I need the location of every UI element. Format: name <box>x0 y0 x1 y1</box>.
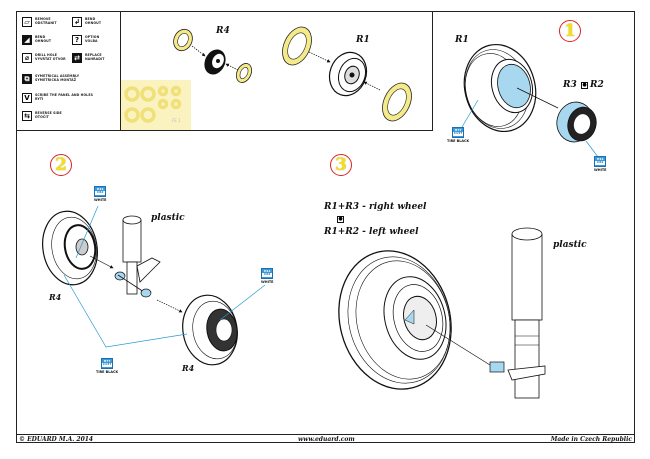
paint-code-mr-color: C62 <box>262 272 273 277</box>
paint-code-gunze: H11 <box>96 187 104 191</box>
photoetch-fret: FE 1 <box>121 80 191 130</box>
bend-icon: ↲ <box>72 17 82 27</box>
option-icon: ● <box>337 216 344 223</box>
paint-code-mr-color: C62 <box>95 190 106 195</box>
paint-code-gunze: H11 <box>596 157 604 161</box>
legend-label: REMOVE <box>35 17 51 22</box>
paint-code-gunze: H77 <box>454 128 462 132</box>
fret-marking: FE 1 <box>172 118 181 123</box>
legend-label-cz: NAHRADIT <box>85 57 105 61</box>
step2-plastic-label: plastic <box>151 213 185 223</box>
step2-part-r4-right: R4 <box>182 363 195 373</box>
step-marker-3: 3 <box>330 154 352 176</box>
inset-panel <box>16 11 433 131</box>
legend-label: DRILL HOLE <box>35 53 58 58</box>
legend-label: SCRIBE THE PANEL AND HOLES <box>35 93 93 98</box>
option-icon: ? <box>72 35 82 45</box>
legend-label: REVERSE SIDE <box>35 111 62 116</box>
legend-label: OPTION <box>85 35 100 40</box>
paint-code-gunze: H11 <box>263 269 271 273</box>
bend-sheet-icon: ◢ <box>22 35 32 45</box>
paint-name: TIRE BLACK <box>447 138 470 143</box>
inset-r4-assembly <box>173 28 253 83</box>
paint-name: WHITE <box>261 279 274 284</box>
step1-part-r3: R3 <box>563 80 577 90</box>
legend-label-cz: OHNOUT <box>35 39 52 43</box>
step3-right-wheel-label: R1+R3 - right wheel <box>324 202 427 212</box>
legend-label-cz: SYMETRICKÁ MONTÁŽ <box>35 78 77 82</box>
step3-left-wheel-label: R1+R2 - left wheel <box>324 227 419 237</box>
reverse-side-icon: ⇆ <box>22 111 32 121</box>
paint-code-mr-color: C137 <box>453 131 464 136</box>
step-marker-1: 1 <box>559 20 581 42</box>
legend-label-cz: VOLBA <box>85 39 98 43</box>
step-marker-2: 2 <box>50 154 72 176</box>
step1-part-r1: R1 <box>455 35 469 45</box>
option-icon: ● <box>581 82 588 89</box>
legend-label-cz: OHNOUT <box>85 21 102 25</box>
paint-name: TIRE BLACK <box>96 369 119 374</box>
part-label-r1: R1 <box>356 35 370 45</box>
step3-plastic-label: plastic <box>553 240 587 250</box>
replace-icon: ⇄ <box>72 53 82 63</box>
footer-website[interactable]: www.eduard.com <box>298 436 355 443</box>
legend-label: REPLACE <box>85 53 102 58</box>
step2-part-r4-left: R4 <box>49 292 62 302</box>
paint-code-mr-color: C62 <box>595 160 606 165</box>
remove-icon: ▱ <box>22 17 32 27</box>
footer-divider <box>16 434 635 435</box>
legend-label: SYMETRICAL ASSEMBLY <box>35 74 80 79</box>
step1-part-r2: R2 <box>590 80 604 90</box>
step1-drawing <box>461 43 599 158</box>
step3-drawing <box>338 227 546 399</box>
footer-copyright: © EDUARD M.A. 2014 <box>19 436 94 443</box>
part-label-r4: R4 <box>216 26 230 36</box>
paint-code-gunze: H77 <box>103 359 111 363</box>
legend-label-cz: RYTÍ <box>35 97 44 101</box>
scribe-panel-icon: V <box>22 93 32 103</box>
step2-drawing <box>42 205 266 366</box>
paint-name: WHITE <box>94 197 107 202</box>
legend-label-cz: VYVRTAT OTVOR <box>35 57 66 61</box>
footer-origin: Made in Czech Republic <box>550 436 632 443</box>
legend-label: BEND <box>35 35 46 40</box>
inset-r1-assembly <box>282 26 412 122</box>
paint-name: WHITE <box>594 167 607 172</box>
legend-label-cz: OTOČIT <box>35 115 49 119</box>
drill-hole-icon: ⌀ <box>22 53 32 63</box>
legend-label: BEND <box>85 17 96 22</box>
paint-code-mr-color: C137 <box>102 362 113 367</box>
symmetrical-assembly-icon: ⧉ <box>22 74 32 84</box>
legend-divider <box>120 11 121 131</box>
legend-label-cz: ODSTRANIT <box>35 21 57 25</box>
